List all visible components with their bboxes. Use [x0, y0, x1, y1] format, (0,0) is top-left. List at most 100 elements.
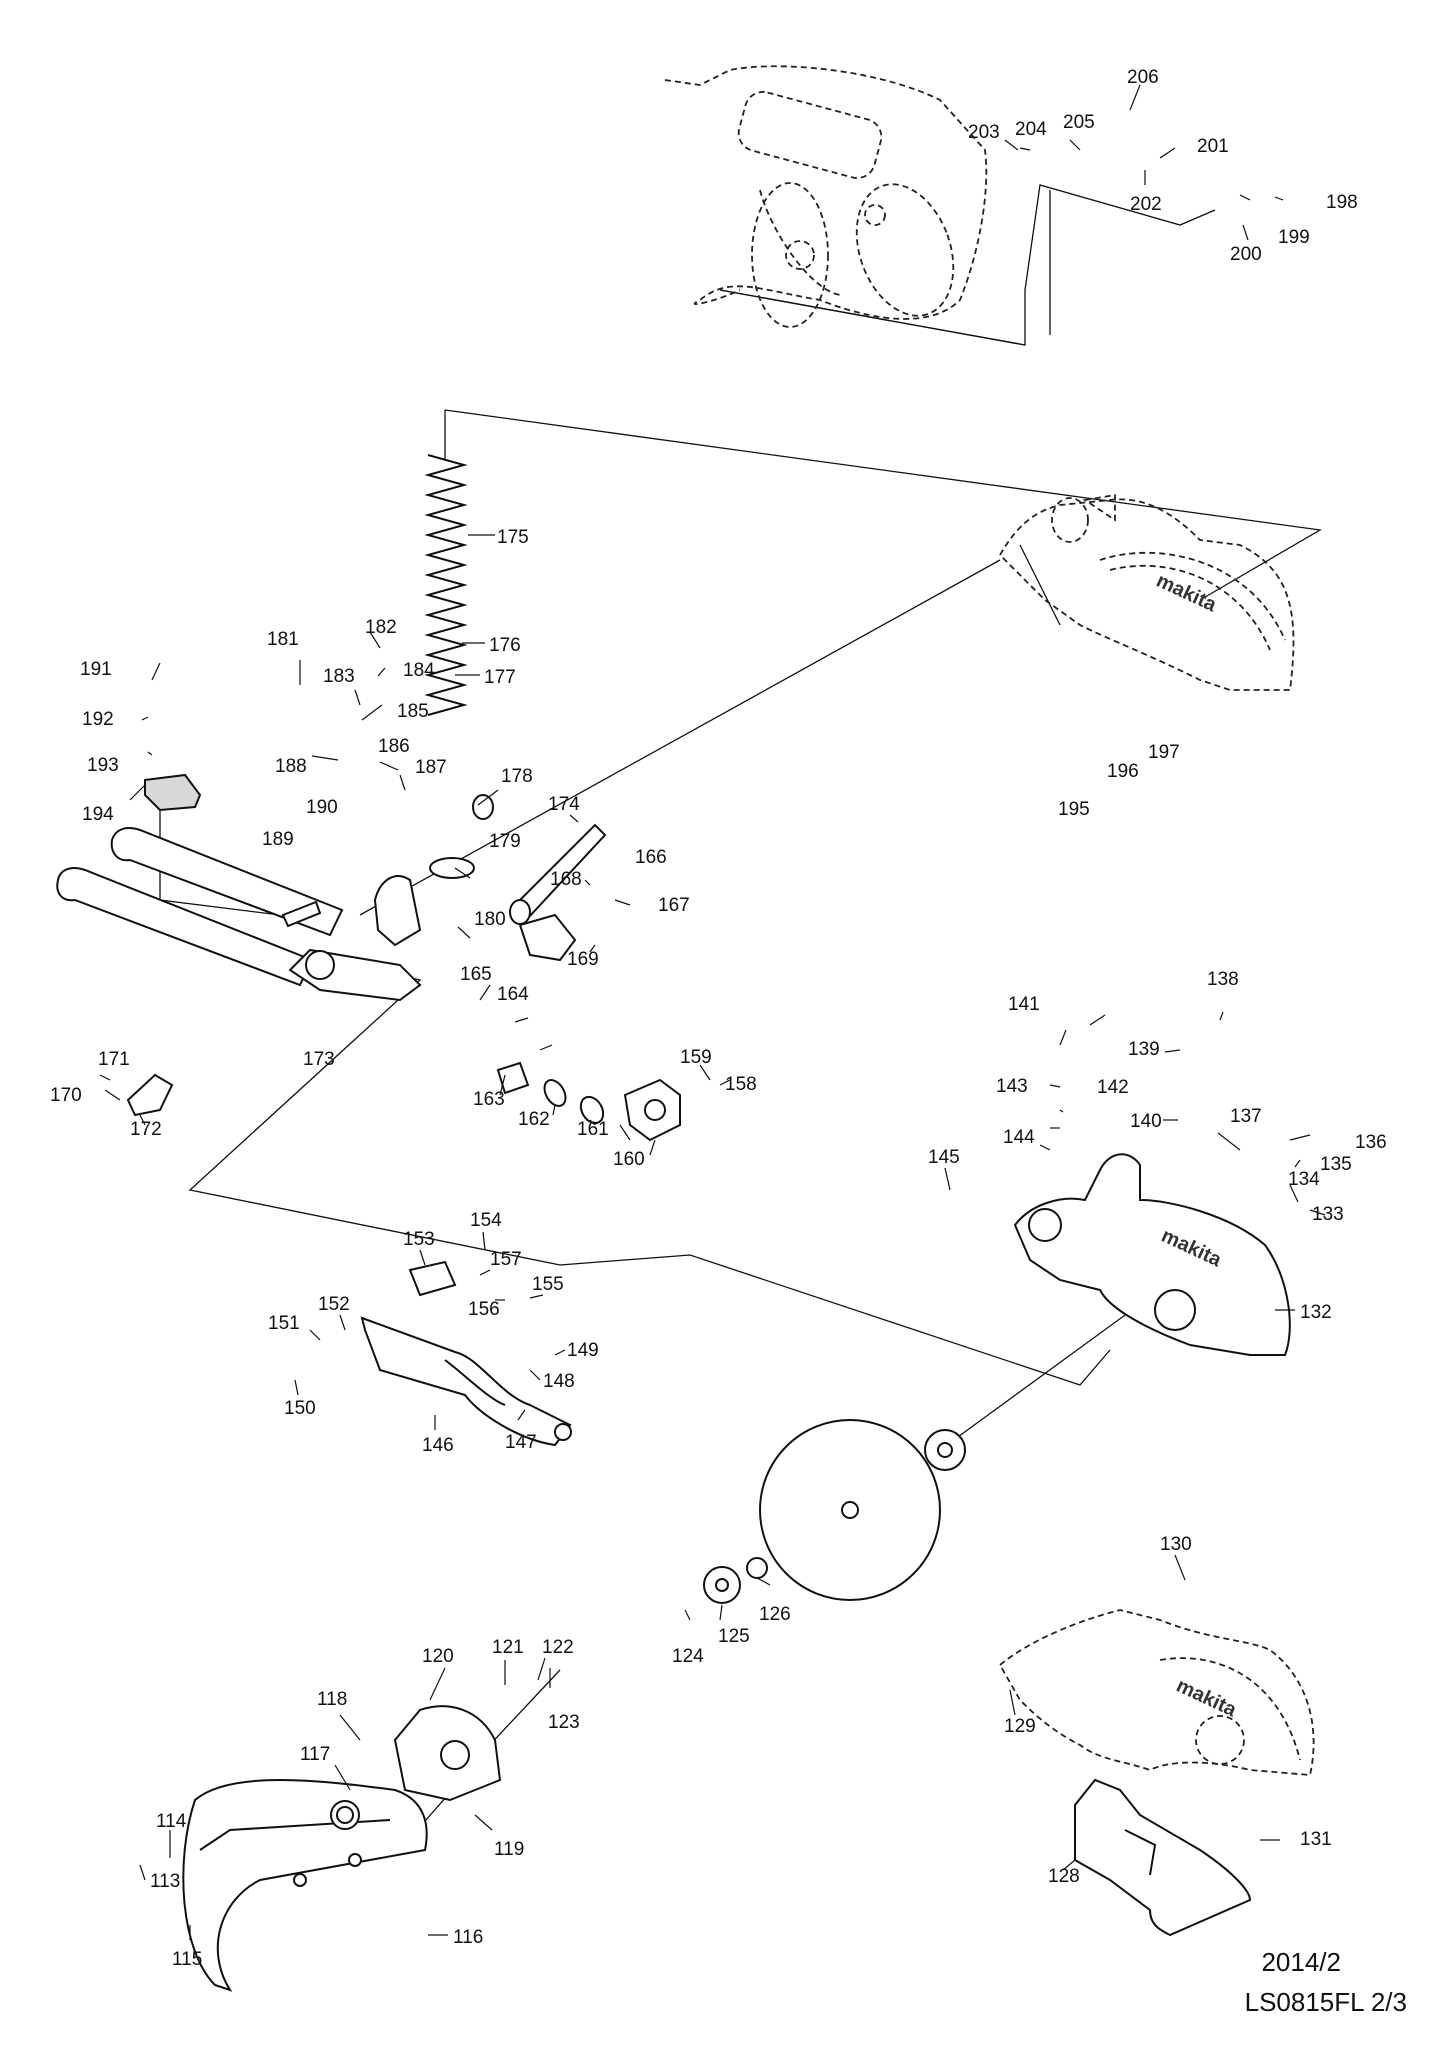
part-label-170: 170 — [50, 1085, 82, 1106]
part-label-166: 166 — [635, 847, 667, 868]
part-label-206: 206 — [1127, 67, 1159, 88]
part-label-150: 150 — [284, 1398, 316, 1419]
spring-175 — [424, 454, 468, 716]
brand-logo-upper: makita — [1153, 570, 1221, 617]
assembly-connection-lines — [159, 184, 1322, 1856]
part-label-178: 178 — [501, 766, 533, 787]
plate-172 — [126, 1073, 174, 1117]
leader-lines — [99, 84, 1326, 1940]
part-label-132: 132 — [1300, 1302, 1332, 1323]
part-label-128: 128 — [1048, 1866, 1080, 1887]
washer-161 — [579, 1095, 605, 1125]
part-label-174: 174 — [548, 794, 580, 815]
part-label-175: 175 — [497, 527, 529, 548]
part-label-189: 189 — [262, 829, 294, 850]
part-label-114: 114 — [156, 1811, 187, 1832]
dust-nozzle-128 — [1074, 1778, 1252, 1937]
part-label-119: 119 — [494, 1839, 524, 1860]
ring-126 — [746, 1557, 768, 1579]
part-label-115: 115 — [172, 1949, 202, 1970]
part-label-141: 141 — [1008, 994, 1040, 1015]
part-label-195: 195 — [1058, 799, 1090, 820]
part-label-169: 169 — [567, 949, 599, 970]
revision-date: 2014/2 — [1261, 1947, 1341, 1977]
part-label-130: 130 — [1160, 1534, 1192, 1555]
part-label-198: 198 — [1326, 192, 1358, 213]
part-label-199: 199 — [1278, 227, 1310, 248]
part-label-179: 179 — [489, 831, 521, 852]
part-label-131: 131 — [1300, 1829, 1332, 1850]
part-label-123: 123 — [548, 1712, 580, 1733]
part-label-161: 161 — [577, 1119, 609, 1140]
stopper-194 — [144, 773, 202, 812]
part-label-203: 203 — [968, 122, 1000, 143]
clamp-179 — [429, 857, 475, 879]
part-label-122: 122 — [542, 1637, 574, 1658]
flange-inner — [924, 1429, 966, 1471]
part-label-160: 160 — [613, 1149, 645, 1170]
part-label-184: 184 — [403, 660, 435, 681]
part-label-139: 139 — [1128, 1039, 1160, 1060]
part-label-137: 137 — [1230, 1106, 1262, 1127]
part-label-134: 134 — [1288, 1169, 1320, 1190]
slide-holder-173 — [288, 875, 422, 1002]
part-label-173: 173 — [303, 1049, 335, 1070]
part-label-120: 120 — [422, 1646, 454, 1667]
part-label-168: 168 — [550, 869, 582, 890]
part-label-165: 165 — [460, 964, 492, 985]
safety-cover-116 — [182, 1779, 428, 1992]
part-label-163: 163 — [473, 1089, 505, 1110]
part-label-176: 176 — [489, 635, 521, 656]
blade — [759, 1419, 941, 1601]
part-label-200: 200 — [1230, 244, 1262, 265]
part-label-181: 181 — [267, 629, 299, 650]
plate-153 — [408, 1260, 457, 1297]
part-label-194: 194 — [82, 804, 114, 825]
part-label-190: 190 — [306, 797, 338, 818]
part-label-156: 156 — [468, 1299, 500, 1320]
part-label-157: 157 — [490, 1249, 522, 1270]
part-label-129: 129 — [1004, 1716, 1036, 1737]
holder-160 — [623, 1078, 681, 1142]
blade-guard-132: makita — [1013, 1153, 1291, 1356]
part-label-191: 191 — [80, 659, 112, 680]
arm-147 — [360, 1316, 572, 1447]
part-label-126: 126 — [759, 1604, 791, 1625]
shaft-174 — [509, 823, 607, 925]
part-label-185: 185 — [397, 701, 429, 722]
part-label-118: 118 — [317, 1689, 347, 1710]
part-label-180: 180 — [474, 909, 506, 930]
part-label-136: 136 — [1355, 1132, 1387, 1153]
part-label-144: 144 — [1003, 1127, 1035, 1148]
part-label-177: 177 — [484, 667, 516, 688]
cover-plate-120 — [393, 1705, 502, 1802]
brand-logo-lower: makita — [1173, 1675, 1241, 1722]
part-label-192: 192 — [82, 709, 114, 730]
part-label-158: 158 — [725, 1074, 757, 1095]
part-label-143: 143 — [996, 1076, 1028, 1097]
part-number-labels: 113 114 115 116 117 118 119 120 121 122 … — [50, 67, 1387, 1970]
part-label-162: 162 — [518, 1109, 550, 1130]
part-label-146: 146 — [422, 1435, 454, 1456]
part-label-172: 172 — [130, 1119, 162, 1140]
ring-162 — [543, 1079, 567, 1107]
part-label-116: 116 — [453, 1927, 483, 1948]
part-label-159: 159 — [680, 1047, 712, 1068]
part-label-204: 204 — [1015, 119, 1047, 140]
holder-169 — [518, 913, 577, 962]
ghost-blade-guard-lower: makita — [998, 1609, 1315, 1776]
part-label-186: 186 — [378, 736, 410, 757]
part-label-151: 151 — [268, 1313, 300, 1334]
part-label-153: 153 — [403, 1229, 435, 1250]
part-label-154: 154 — [470, 1210, 502, 1231]
part-label-145: 145 — [928, 1147, 960, 1168]
part-label-125: 125 — [718, 1626, 750, 1647]
part-label-124: 124 — [672, 1646, 704, 1667]
part-label-152: 152 — [318, 1294, 350, 1315]
part-label-155: 155 — [532, 1274, 564, 1295]
part-label-205: 205 — [1063, 112, 1095, 133]
part-label-149: 149 — [567, 1340, 599, 1361]
part-label-188: 188 — [275, 756, 307, 777]
part-label-140: 140 — [1130, 1111, 1162, 1132]
